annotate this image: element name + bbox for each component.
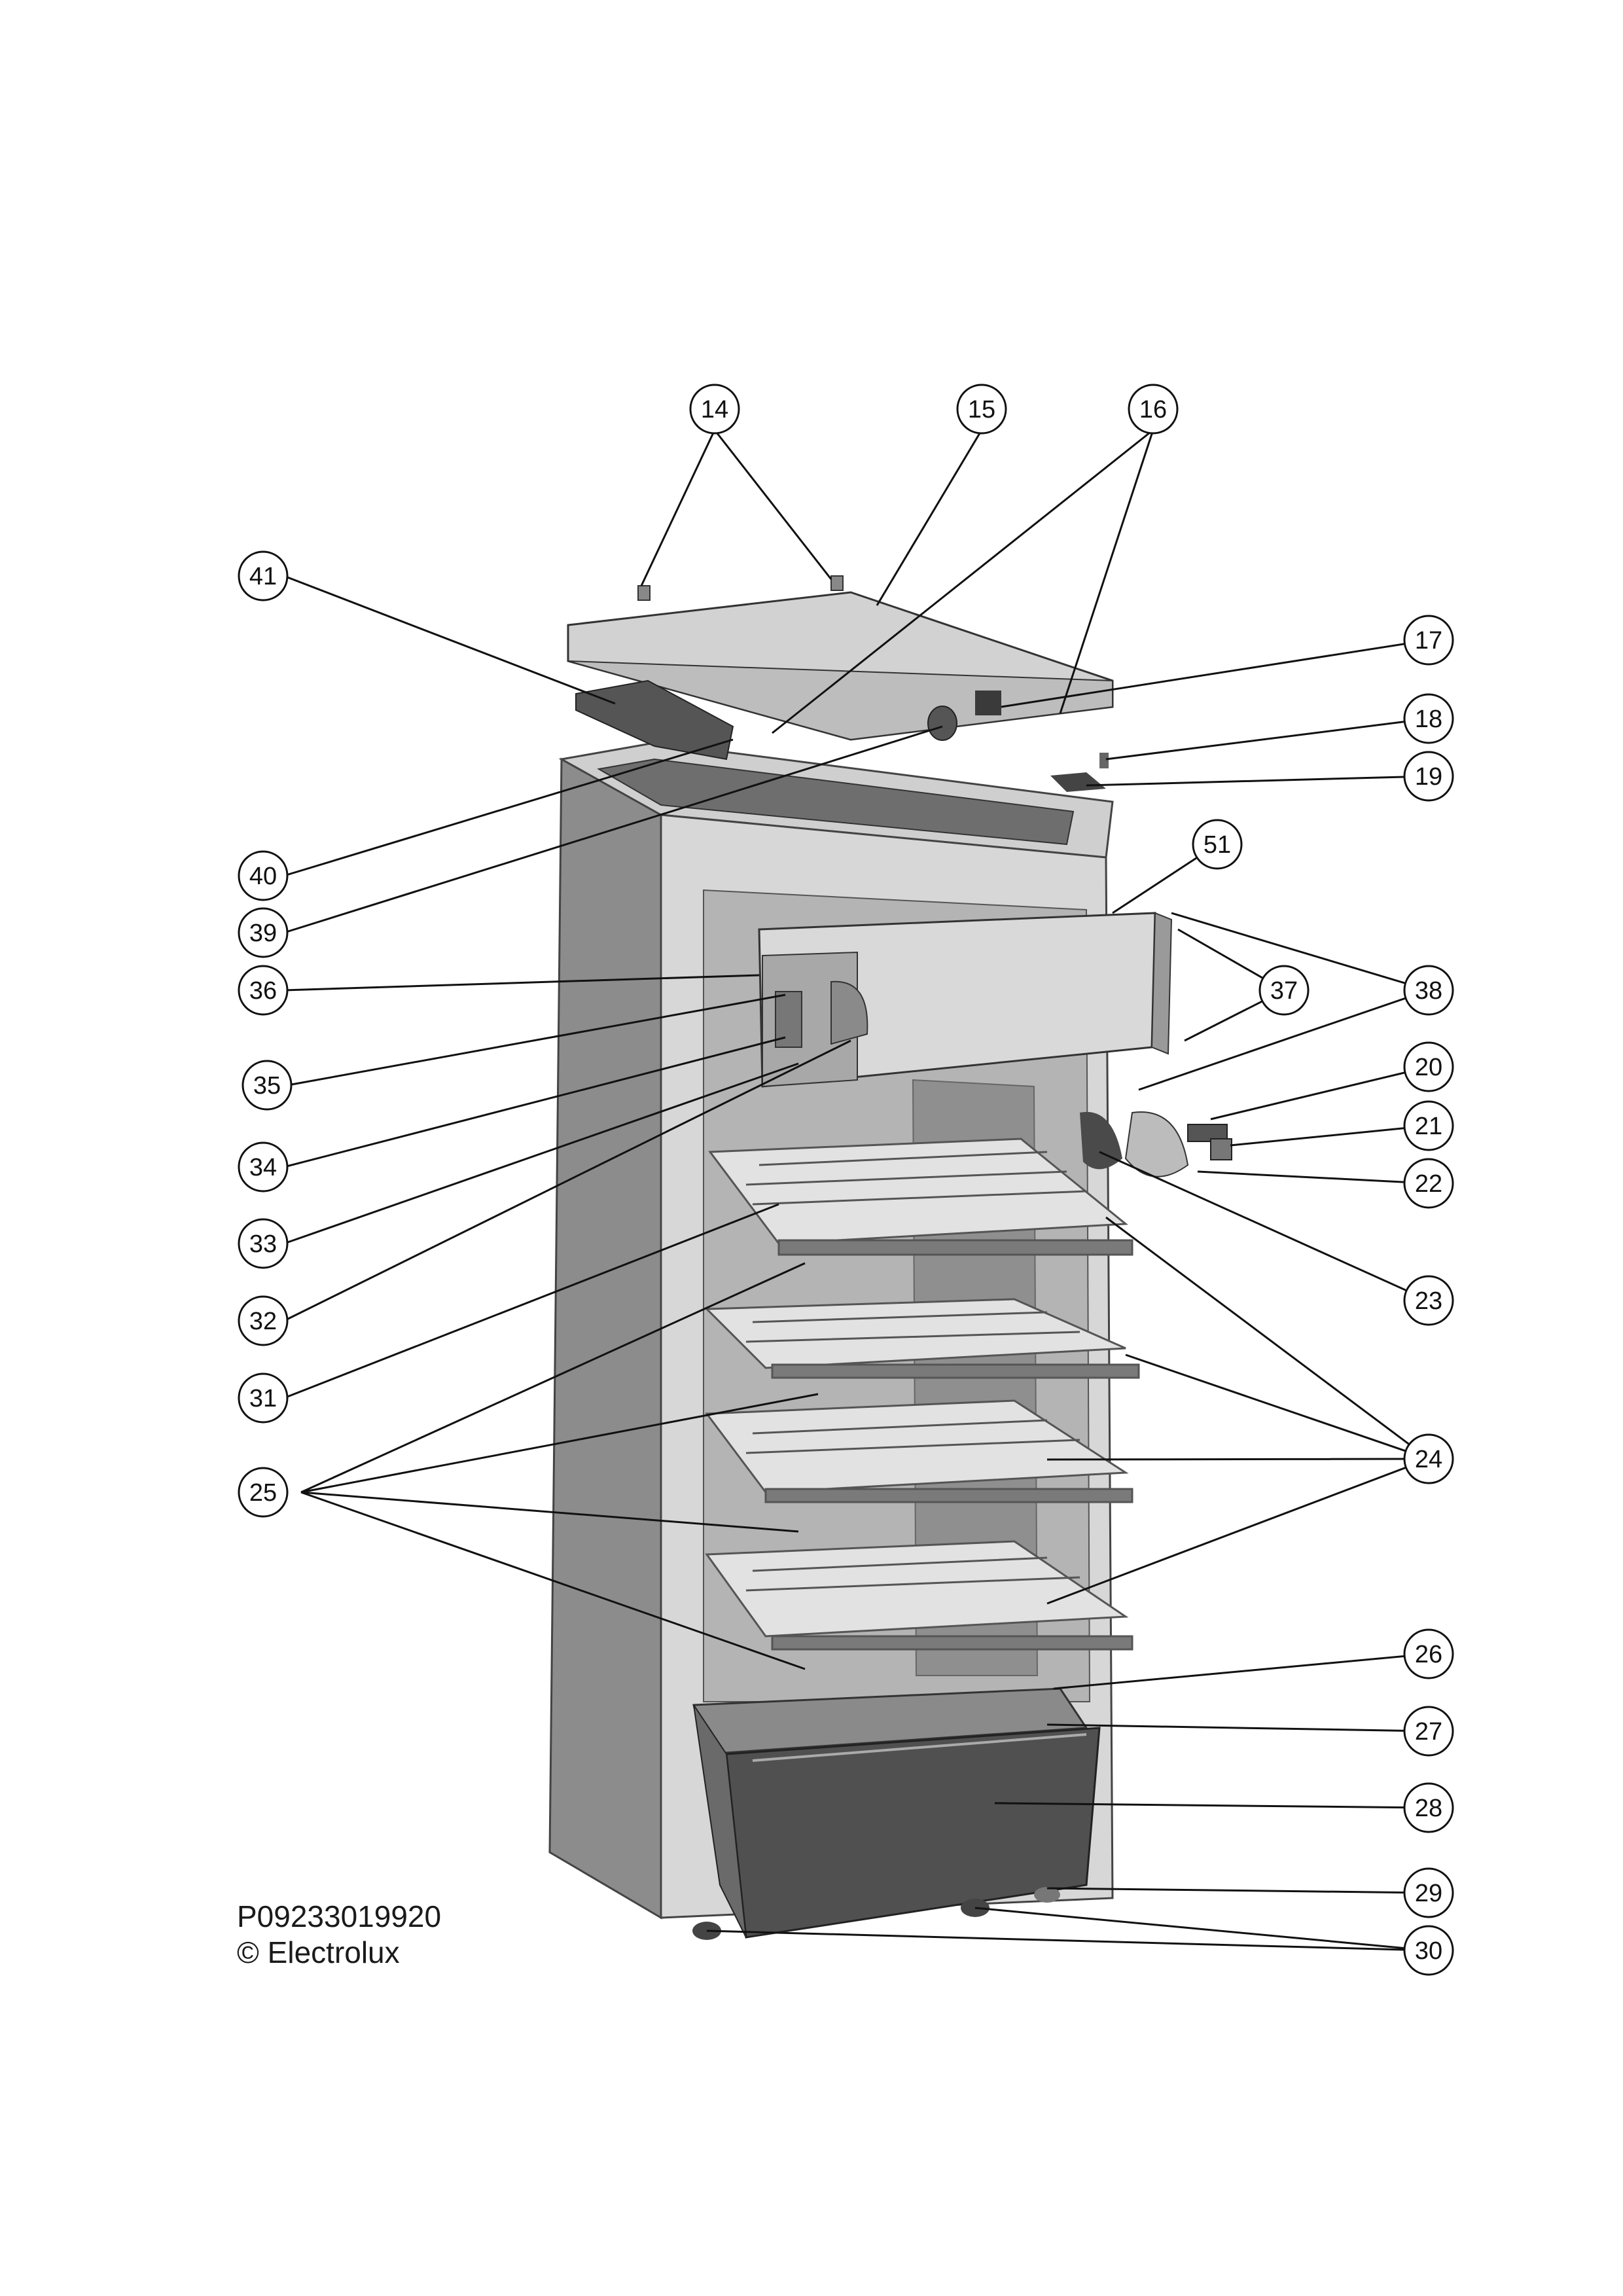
callout-37: 37	[1258, 965, 1310, 1016]
callout-label: 38	[1415, 977, 1442, 1005]
callout-27: 27	[1403, 1706, 1454, 1757]
callout-label: 19	[1415, 763, 1442, 791]
callout-label: 32	[249, 1308, 277, 1335]
callout-40: 40	[238, 850, 289, 901]
callout-18: 18	[1403, 693, 1454, 744]
callout-label: 16	[1139, 396, 1167, 423]
hinge-pin	[637, 585, 651, 601]
cabinet-top-inner	[597, 758, 1075, 846]
callouts: 14 15 16 41 17 18 19 40 39 51 36 37 38 3…	[238, 384, 1454, 1976]
callout-15: 15	[956, 384, 1007, 435]
callout-label: 15	[968, 396, 995, 423]
lamp-assembly	[1080, 1111, 1232, 1177]
wire-shelf	[705, 1399, 1133, 1503]
callout-33: 33	[238, 1218, 289, 1269]
callout-label: 51	[1204, 831, 1231, 859]
callout-32: 32	[238, 1295, 289, 1346]
shelves	[704, 1138, 1140, 1651]
drawing-number: P09233019920	[237, 1899, 442, 1933]
callout-label: 22	[1415, 1170, 1442, 1198]
callout-label: 14	[701, 396, 728, 423]
callout-label: 20	[1415, 1054, 1442, 1081]
callout-label: 17	[1415, 627, 1442, 655]
callout-14: 14	[689, 384, 740, 435]
plate-part	[1050, 772, 1106, 792]
callout-35: 35	[241, 1060, 293, 1111]
top-cover	[567, 575, 1114, 741]
hinge-pin	[830, 575, 844, 591]
callout-38: 38	[1403, 965, 1454, 1016]
callout-23: 23	[1403, 1275, 1454, 1326]
callout-label: 21	[1415, 1113, 1442, 1140]
freezer-door-handle	[830, 980, 868, 1045]
callout-16: 16	[1128, 384, 1179, 435]
callout-31: 31	[238, 1372, 289, 1424]
cabinet-side-panel	[548, 757, 662, 1920]
callout-label: 18	[1415, 706, 1442, 733]
callout-17: 17	[1403, 615, 1454, 666]
leader-lines	[283, 429, 1429, 1952]
callout-label: 35	[253, 1072, 281, 1100]
callout-29: 29	[1403, 1867, 1454, 1918]
callout-label: 36	[249, 977, 277, 1005]
callout-25: 25	[238, 1467, 289, 1518]
callout-label: 41	[249, 563, 277, 590]
callout-51: 51	[1192, 819, 1243, 870]
callout-label: 25	[249, 1479, 277, 1507]
hinge-bracket	[575, 679, 734, 761]
callout-label: 24	[1415, 1446, 1442, 1473]
callout-label: 40	[249, 863, 277, 890]
freezer-compartment	[758, 912, 1173, 1088]
callout-28: 28	[1403, 1782, 1454, 1833]
callout-34: 34	[238, 1141, 289, 1193]
callout-label: 39	[249, 920, 277, 947]
callout-19: 19	[1403, 751, 1454, 802]
callout-label: 23	[1415, 1287, 1442, 1315]
callout-30: 30	[1403, 1925, 1454, 1976]
wire-shelf	[708, 1138, 1133, 1256]
wire-shelf	[705, 1540, 1133, 1651]
screw-part	[1099, 753, 1109, 768]
callout-label: 26	[1415, 1641, 1442, 1668]
callout-36: 36	[238, 965, 289, 1016]
crisper-drawer	[692, 1687, 1101, 1939]
callout-21: 21	[1403, 1100, 1454, 1151]
wire-shelf	[704, 1298, 1140, 1379]
copyright-notice: © Electrolux	[237, 1935, 400, 1969]
thermostat-knob	[927, 706, 957, 741]
callout-label: 30	[1415, 1937, 1442, 1965]
thermostat-block	[975, 691, 1001, 715]
callout-22: 22	[1403, 1158, 1454, 1209]
callout-label: 29	[1415, 1880, 1442, 1907]
callout-label: 37	[1270, 977, 1298, 1005]
foot-cap	[1034, 1887, 1060, 1903]
callout-label: 33	[249, 1230, 277, 1258]
callout-20: 20	[1403, 1041, 1454, 1092]
callout-26: 26	[1403, 1628, 1454, 1679]
callout-label: 31	[249, 1385, 277, 1412]
callout-41: 41	[238, 550, 289, 601]
callout-24: 24	[1403, 1433, 1454, 1484]
callout-label: 28	[1415, 1795, 1442, 1822]
callout-39: 39	[238, 907, 289, 958]
callout-label: 34	[249, 1154, 277, 1181]
callout-label: 27	[1415, 1718, 1442, 1746]
